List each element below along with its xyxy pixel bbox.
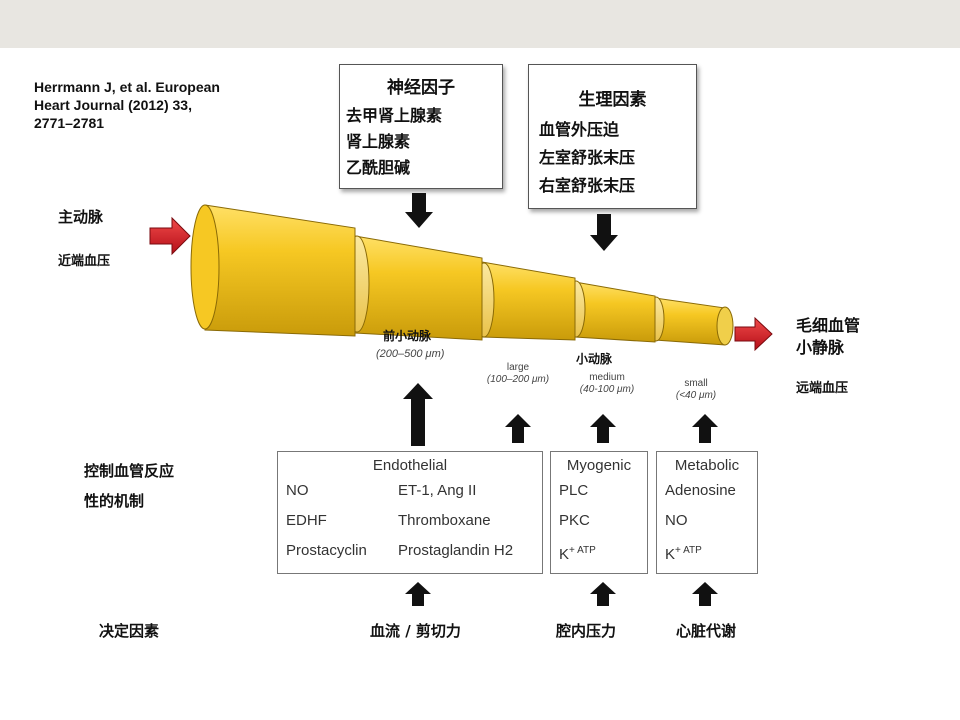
vessel-segment-2 <box>344 235 483 341</box>
down-arrow-neural <box>405 193 433 228</box>
vessel-segment-3 <box>473 261 576 341</box>
k-base: K <box>665 546 676 563</box>
proximal-pressure-label: 近端血压 <box>58 254 111 269</box>
medium-size: (40-100 μm) <box>579 384 635 395</box>
endothelial-box: Endothelial NO EDHF Prostacyclin ET-1, A… <box>277 451 543 574</box>
large-arteriole-label: large (100–200 μm) <box>478 362 558 386</box>
metabolic-box: Metabolic Adenosine NO K+ ATP <box>656 451 758 574</box>
metabolic-title: Metabolic <box>674 457 740 474</box>
physiological-factors-box: 生理因素 血管外压迫 左室舒张末压 右室舒张末压 <box>528 64 697 209</box>
medium-text: medium <box>589 372 625 383</box>
arteriole-label: 小动脉 <box>576 352 613 366</box>
mechanism-label-line-1: 控制血管反应 <box>84 462 175 480</box>
up-arrow-medium <box>590 414 616 443</box>
k-base: K <box>559 546 570 563</box>
physiological-factors-title: 生理因素 <box>578 90 647 110</box>
up-arrow-pressure <box>590 582 616 606</box>
endothelial-item: Prostaglandin H2 <box>398 542 514 559</box>
neural-factor-item: 乙酰胆碱 <box>346 158 411 177</box>
neural-factor-item: 肾上腺素 <box>346 132 411 151</box>
determinants-label: 决定因素 <box>99 622 160 640</box>
k-sup: + ATP <box>569 545 596 556</box>
metabolic-item-katp: K+ ATP <box>657 536 757 570</box>
neural-factors-title: 神经因子 <box>387 78 455 98</box>
myogenic-item: PLC <box>559 482 589 499</box>
endothelial-item: ET-1, Ang II <box>398 482 477 499</box>
large-size: (100–200 μm) <box>486 374 550 385</box>
large-text: large <box>506 362 530 373</box>
endothelial-item: Thromboxane <box>398 512 491 529</box>
myogenic-title: Myogenic <box>566 457 632 474</box>
myogenic-box: Myogenic PLC PKC K+ ATP <box>550 451 648 574</box>
small-arteriole-label: small (<40 μm) <box>664 378 728 402</box>
metabolic-item: Adenosine <box>665 482 736 499</box>
up-arrow-metabolism <box>692 582 718 606</box>
metabolic-item: NO <box>665 512 688 529</box>
vessel-segment-4 <box>566 280 656 343</box>
physiological-factor-item: 血管外压迫 <box>539 120 620 139</box>
aorta-label: 主动脉 <box>58 208 104 226</box>
endothelial-item: NO <box>286 482 309 499</box>
top-banner <box>0 0 960 48</box>
reference-line-1: Herrmann J, et al. European <box>34 79 220 95</box>
up-arrow-flow <box>405 582 431 606</box>
endothelial-item: EDHF <box>286 512 327 529</box>
down-arrow-physiological <box>590 214 618 251</box>
vessel-segment-1 <box>190 204 356 337</box>
prearteriole-size: (200–500 μm) <box>376 348 445 360</box>
red-outflow-arrow <box>734 316 773 352</box>
small-size: (<40 μm) <box>675 390 717 401</box>
venule-label: 小静脉 <box>796 338 845 357</box>
small-text: small <box>684 378 708 389</box>
distal-pressure-label: 远端血压 <box>796 381 849 396</box>
up-arrow-small <box>692 414 718 443</box>
mechanism-label-line-2: 性的机制 <box>84 492 145 510</box>
up-arrow-large <box>505 414 531 443</box>
physiological-factor-item: 右室舒张末压 <box>539 176 636 195</box>
k-sup: + ATP <box>675 545 702 556</box>
intraluminal-pressure-label: 腔内压力 <box>556 622 617 640</box>
up-arrow-prearteriole <box>403 383 433 446</box>
reference-citation: Herrmann J, et al. European Heart Journa… <box>34 78 220 132</box>
reference-line-2: Heart Journal (2012) 33, <box>34 97 192 113</box>
myogenic-item: PKC <box>559 512 590 529</box>
neural-factor-item: 去甲肾上腺素 <box>346 106 443 125</box>
endothelial-item: Prostacyclin <box>286 542 367 559</box>
red-inflow-arrow <box>149 216 191 256</box>
cardiac-metabolism-label: 心脏代谢 <box>676 622 737 640</box>
capillary-label: 毛细血管 <box>796 316 861 335</box>
prearteriole-label: 前小动脉 <box>383 329 432 343</box>
neural-factors-box: 神经因子 去甲肾上腺素 肾上腺素 乙酰胆碱 <box>339 64 503 189</box>
physiological-factor-item: 左室舒张末压 <box>539 148 636 167</box>
reference-line-3: 2771–2781 <box>34 115 105 131</box>
medium-arteriole-label: medium (40-100 μm) <box>567 372 647 396</box>
endothelial-title: Endothelial <box>372 457 448 474</box>
vessel-segment-5 <box>647 296 734 346</box>
flow-shear-label: 血流 / 剪切力 <box>370 622 461 640</box>
myogenic-item-katp: K+ ATP <box>551 536 647 570</box>
